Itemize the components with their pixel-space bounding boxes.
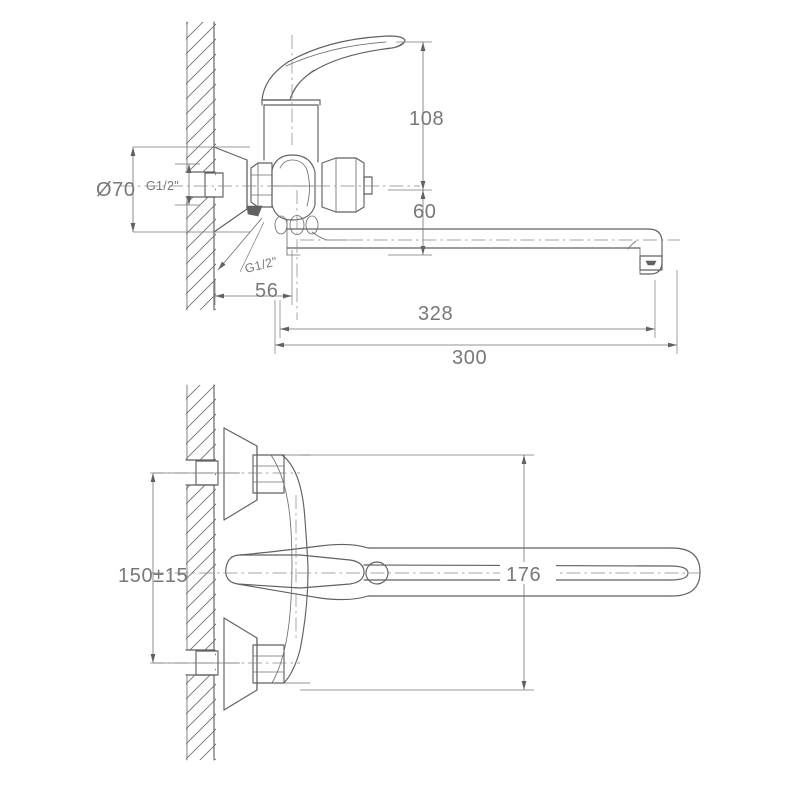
coupling-nut-upper (252, 454, 285, 494)
inlet-nipple (204, 172, 224, 198)
valve-body (271, 154, 316, 221)
coupling-nut-lower (252, 644, 285, 684)
dimension-thread-upper: G1/2" (146, 163, 200, 206)
thread-label-upper: G1/2" (146, 179, 179, 193)
dimension-escutcheon-diameter: Ø70 (96, 146, 250, 233)
dimension-label-328: 328 (418, 303, 453, 325)
thread-label-lower: G1/2" (243, 254, 278, 276)
coupling-nut-right (321, 157, 373, 213)
escutcheon-lower (223, 617, 258, 711)
section-marker (246, 205, 263, 217)
dimension-spout-reach-inner: 328 (279, 280, 656, 338)
coupling-nut-left (250, 162, 273, 208)
escutcheon-top-view (213, 146, 248, 233)
dimension-label-diameter70: Ø70 (96, 179, 136, 201)
dimension-label-108: 108 (409, 108, 444, 130)
dimension-thread-leader: G1/2" (217, 217, 279, 276)
dimension-label-176: 176 (506, 564, 541, 586)
mixer-body-plan (270, 454, 311, 684)
view-side-elevation: Ø70 G1/2" G1/2" 56 108 (96, 21, 680, 369)
dimension-label-56: 56 (255, 280, 278, 302)
dimension-label-60: 60 (413, 201, 436, 223)
wall-section-bottom (185, 384, 216, 761)
spout-side-view (286, 219, 663, 275)
lever-handle-side (261, 35, 406, 101)
lever-handle-plan (225, 543, 701, 601)
dimension-spout-height: 108 (388, 41, 444, 191)
dimension-valve-to-spout: 60 (388, 190, 436, 256)
dimension-body-width: 176 (300, 454, 556, 691)
dimension-label-150pm15: 150±15 (118, 565, 188, 587)
view-top-plan: 150±15 176 (118, 384, 701, 761)
dimension-wall-to-valve: 56 (214, 250, 293, 305)
dimension-inlet-center-distance: 150±15 (118, 472, 240, 664)
dimension-spout-reach-total: 300 (274, 270, 678, 369)
dimension-label-300: 300 (452, 347, 487, 369)
diverter-ports (274, 215, 349, 241)
mixer-column (261, 99, 321, 163)
escutcheon-upper (223, 427, 258, 521)
